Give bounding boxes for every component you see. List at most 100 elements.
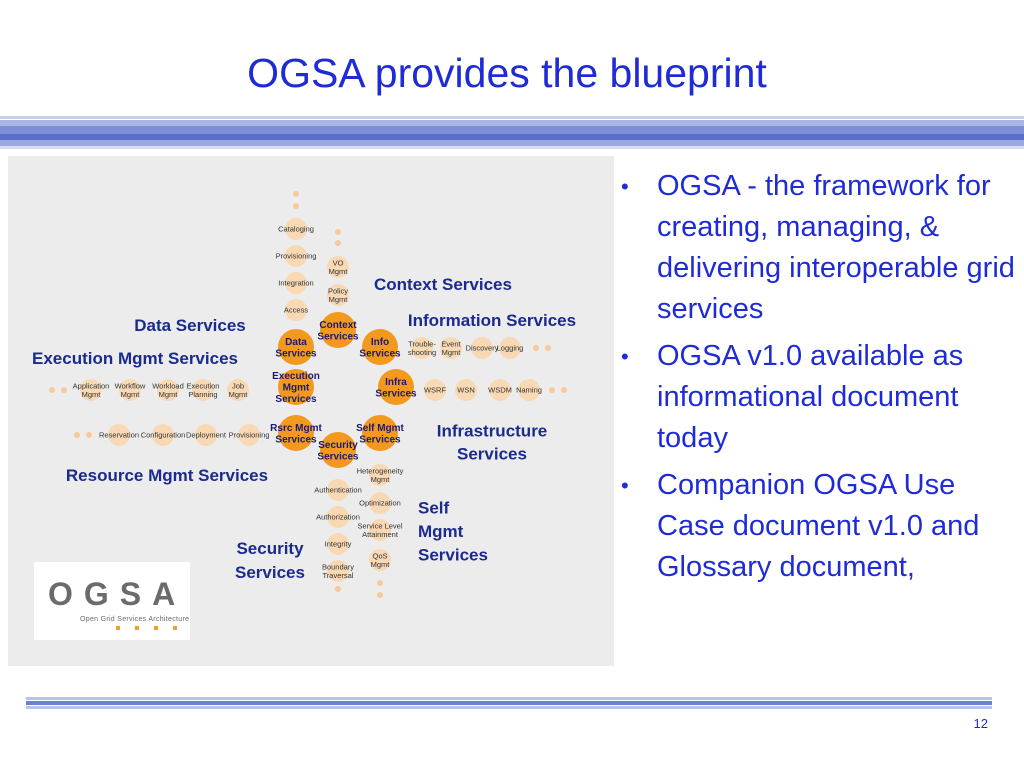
security-sub-label: Integrity xyxy=(325,540,352,549)
resource-sub-label: Configuration xyxy=(141,431,186,440)
ellipsis-dot xyxy=(377,592,383,598)
sub-service-node xyxy=(285,299,307,321)
sub-service-node xyxy=(471,337,493,359)
slide-title: OGSA provides the blueprint xyxy=(247,50,767,96)
footer-rule xyxy=(26,697,992,709)
ellipsis-dot xyxy=(545,345,551,351)
sub-service-node xyxy=(108,424,130,446)
sub-service-node xyxy=(424,379,446,401)
context-services-label: Context Services xyxy=(374,275,512,294)
sub-service-node xyxy=(489,379,511,401)
sub-service-node xyxy=(152,424,174,446)
data-services-label: Data Services xyxy=(134,316,246,335)
main-service-node xyxy=(362,415,398,451)
main-service-node xyxy=(278,369,314,405)
sub-service-node xyxy=(327,533,349,555)
ellipsis-dot xyxy=(335,240,341,246)
main-service-node xyxy=(278,415,314,451)
security-sub-label: Authentication xyxy=(314,486,362,495)
sub-service-node xyxy=(327,560,349,582)
information-services-label: Information Services xyxy=(408,311,576,330)
sub-service-node xyxy=(327,256,349,278)
infra-sub-label: Naming xyxy=(516,386,542,395)
ellipsis-dot xyxy=(335,229,341,235)
sub-service-node xyxy=(518,379,540,401)
sub-service-node xyxy=(369,549,391,571)
sub-service-node xyxy=(455,379,477,401)
sub-service-node xyxy=(227,379,249,401)
sub-service-node xyxy=(369,519,391,541)
sub-service-node xyxy=(238,424,260,446)
sub-service-node xyxy=(285,218,307,240)
execution-mgmt-services-label: Execution Mgmt Services xyxy=(32,349,238,368)
ellipsis-dot xyxy=(74,432,80,438)
self-sub-label: Optimization xyxy=(359,499,401,508)
sub-service-node xyxy=(192,379,214,401)
sub-service-node xyxy=(195,424,217,446)
page-number: 12 xyxy=(973,716,988,731)
sub-service-node xyxy=(285,272,307,294)
bullet-list: •OGSA - the framework for creating, mana… xyxy=(616,166,1016,594)
main-service-node xyxy=(320,312,356,348)
sub-service-node xyxy=(327,506,349,528)
infra-sub-label: WSN xyxy=(457,386,475,395)
resource-sub-label: Reservation xyxy=(99,431,139,440)
ellipsis-dot xyxy=(49,387,55,393)
ellipsis-dot xyxy=(549,387,555,393)
data-sub-label: Cataloging xyxy=(278,225,314,234)
resource-mgmt-services-label: Resource Mgmt Services xyxy=(66,466,268,485)
ellipsis-dot xyxy=(561,387,567,393)
security-sub-label: Authorization xyxy=(316,513,360,522)
header-rule xyxy=(0,116,1024,149)
ellipsis-dot xyxy=(533,345,539,351)
resource-sub-label: Provisioning xyxy=(229,431,270,440)
main-service-node xyxy=(278,329,314,365)
bullet-item: •OGSA - the framework for creating, mana… xyxy=(621,170,1015,325)
info-sub-label: Logging xyxy=(497,344,524,353)
ellipsis-dot xyxy=(293,191,299,197)
sub-service-node xyxy=(411,337,433,359)
sub-service-node xyxy=(369,464,391,486)
ellipsis-dot xyxy=(335,586,341,592)
infra-sub-label: WSRF xyxy=(424,386,446,395)
bullet-text: OGSA - the framework for creating, manag… xyxy=(657,170,1015,325)
sub-service-node xyxy=(499,337,521,359)
sub-service-node xyxy=(80,379,102,401)
main-service-node xyxy=(320,432,356,468)
bullet-item: •OGSA v1.0 available as informational do… xyxy=(621,340,964,454)
bullet-text: OGSA v1.0 available as informational doc… xyxy=(657,340,964,454)
main-service-node xyxy=(362,329,398,365)
ogsa-logo: OGSA Open Grid Services Architecture xyxy=(34,562,190,640)
data-sub-label: Provisioning xyxy=(276,252,317,261)
resource-sub-label: Deployment xyxy=(186,431,227,440)
sub-service-node xyxy=(327,284,349,306)
ellipsis-dot xyxy=(293,203,299,209)
sub-service-node xyxy=(440,337,462,359)
data-sub-label: Access xyxy=(284,306,308,315)
info-sub-label: Discovery xyxy=(466,344,499,353)
ellipsis-dot xyxy=(377,580,383,586)
sub-service-node xyxy=(285,245,307,267)
ellipsis-dot xyxy=(61,387,67,393)
data-sub-label: Integration xyxy=(278,279,313,288)
